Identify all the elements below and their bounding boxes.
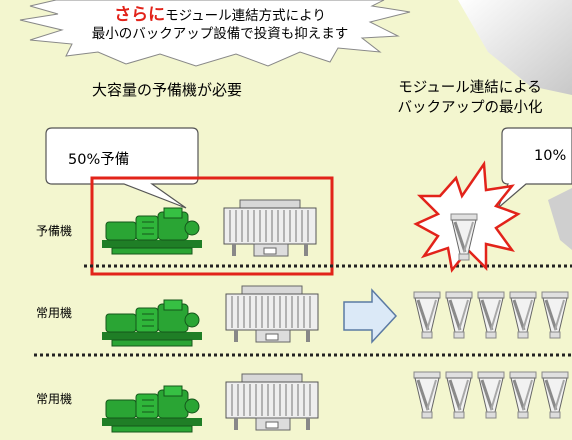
headline-line2: 最小のバックアップ設備で投資も抑えます [91, 26, 349, 42]
regular-cooling-tower-2 [225, 373, 319, 431]
right-caption: モジュール連結による バックアップの最小化 [370, 78, 570, 118]
regular-chiller-1 [101, 299, 203, 347]
module [444, 290, 474, 340]
regular-chiller-2 [101, 385, 203, 433]
module [508, 370, 538, 420]
left-caption: 大容量の予備機が必要 [92, 81, 243, 99]
decorative-gray-block [458, 0, 572, 95]
module [540, 290, 570, 340]
standby-highlight-box [90, 176, 334, 276]
standby-chiller [101, 207, 203, 255]
headline-line1: モジュール連結方式により [165, 8, 326, 24]
module [412, 370, 442, 420]
module [476, 370, 506, 420]
module [540, 370, 570, 420]
module [444, 370, 474, 420]
module [508, 290, 538, 340]
module [476, 290, 506, 340]
right-bubble-text: 10% [534, 148, 567, 164]
headline: さらにモジュール連結方式により 最小のバックアップ設備で投資も抑えます [60, 6, 380, 43]
left-bubble-text: 50%予備 [68, 152, 130, 168]
row-label-regular-1: 常用機 [36, 306, 73, 320]
right-caption-line2: バックアップの最小化 [397, 100, 543, 116]
left-bubble [45, 127, 199, 209]
headline-burst [19, 0, 411, 67]
module [412, 290, 442, 340]
decorative-gray-block-2 [548, 188, 572, 250]
row-label-regular-2: 常用機 [36, 392, 73, 406]
right-caption-line1: モジュール連結による [398, 80, 542, 96]
standby-cooling-tower [223, 199, 317, 257]
arrow-icon [343, 288, 398, 344]
row-label-standby: 予備機 [36, 224, 73, 238]
regular-cooling-tower-1 [225, 285, 319, 343]
headline-emphasis: さらに [114, 5, 166, 25]
